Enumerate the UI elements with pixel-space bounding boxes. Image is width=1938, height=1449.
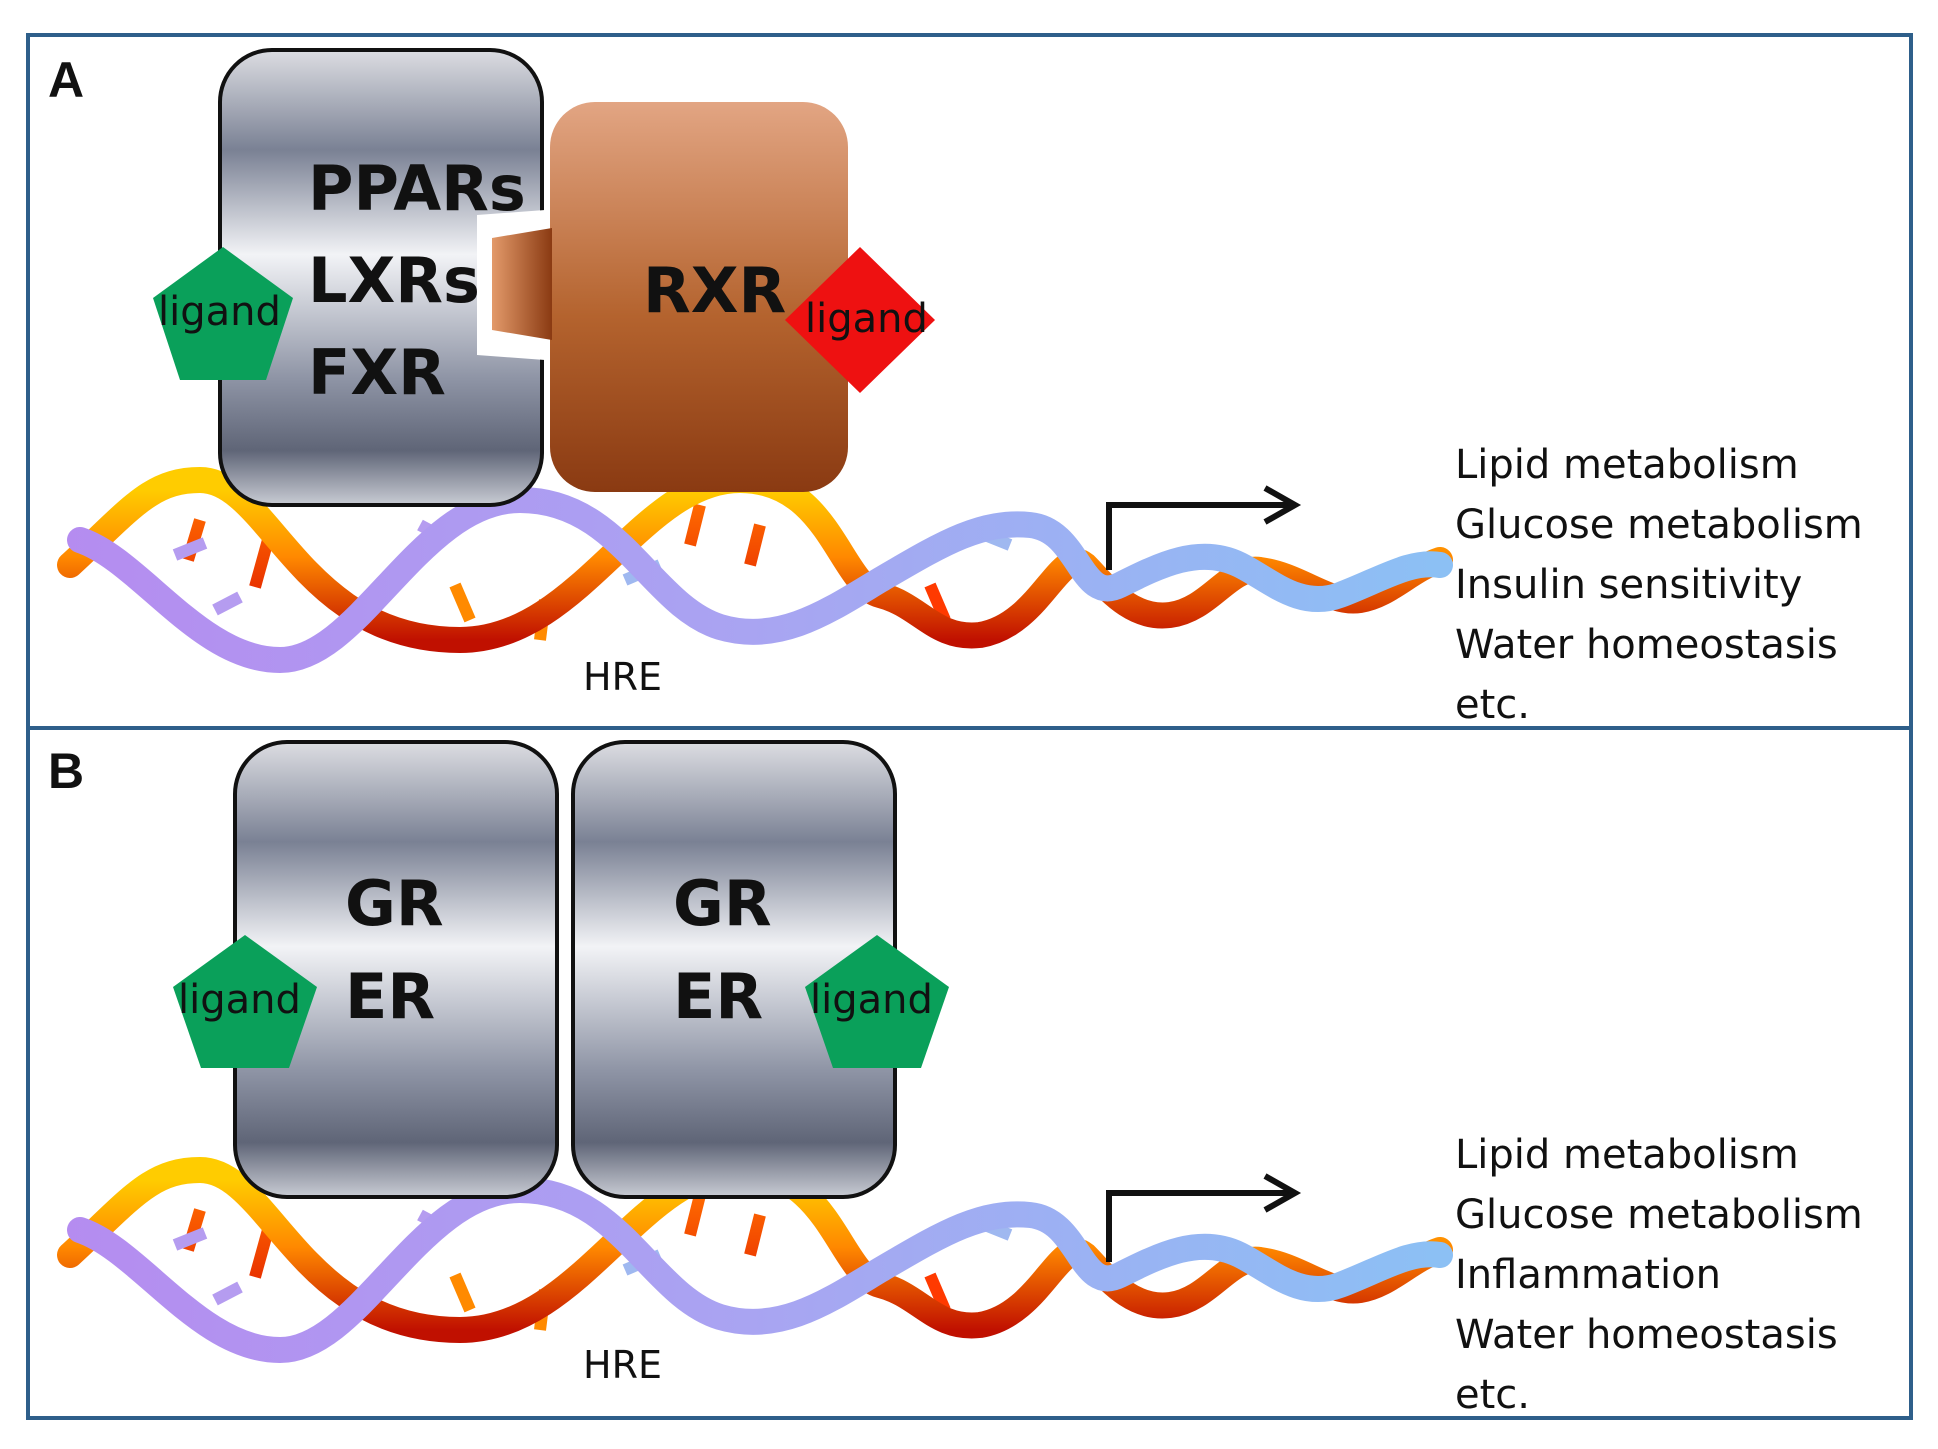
receptor-label: FXR: [308, 336, 446, 409]
receptor-label: RXR: [643, 254, 786, 327]
hre-label: HRE: [583, 1343, 662, 1387]
panel-b-letter: B: [48, 743, 84, 799]
effect-item: etc.: [1455, 682, 1530, 728]
ligand-label: ligand: [805, 296, 928, 342]
ligand-diamond: [785, 247, 935, 393]
effect-item: Water homeostasis: [1455, 1312, 1838, 1358]
panel-a-letter: A: [48, 52, 84, 108]
effect-item: Inflammation: [1455, 1252, 1721, 1298]
ligand-label: ligand: [158, 289, 281, 335]
effect-item: Lipid metabolism: [1455, 442, 1799, 488]
effect-item: etc.: [1455, 1372, 1530, 1418]
ligand-label: ligand: [810, 977, 933, 1023]
dna-strand-cool: [67, 1176, 1453, 1364]
dna-helix-a: [57, 466, 1453, 674]
transcription-arrow-a: [1106, 485, 1302, 570]
effects-list-a: Lipid metabolism Glucose metabolism Insu…: [1455, 442, 1863, 728]
effect-item: Water homeostasis: [1455, 622, 1838, 668]
effect-item: Glucose metabolism: [1455, 1192, 1863, 1238]
receptor-rxr: [550, 102, 848, 492]
receptor-label: PPARs: [308, 152, 526, 225]
receptor-label: GR: [673, 867, 772, 940]
ligand-pentagon: [153, 247, 293, 380]
dna-rungs: [172, 1193, 1013, 1331]
panel-a: A HRE: [48, 48, 1863, 728]
panel-b: B HRE: [48, 740, 1863, 1418]
effect-item: Insulin sensitivity: [1455, 562, 1802, 608]
effect-item: Glucose metabolism: [1455, 502, 1863, 548]
receptor-label: ER: [673, 960, 763, 1033]
effects-list-b: Lipid metabolism Glucose metabolism Infl…: [1455, 1132, 1863, 1418]
dna-helix-b: [57, 1156, 1453, 1364]
rxr-dimer-tab: [492, 228, 552, 340]
ligand-label: ligand: [178, 977, 301, 1023]
ligand-pentagon: [805, 935, 949, 1068]
panel-b-frame: [26, 726, 1913, 1420]
transcription-arrow-b: [1106, 1173, 1302, 1262]
hre-label: HRE: [583, 655, 662, 699]
effect-item: Lipid metabolism: [1455, 1132, 1799, 1178]
dna-strand-cool: [67, 486, 1453, 674]
receptor-label: ER: [345, 960, 435, 1033]
ligand-pentagon: [173, 935, 317, 1068]
receptor-label: GR: [345, 867, 444, 940]
receptor-label: LXRs: [308, 244, 480, 317]
